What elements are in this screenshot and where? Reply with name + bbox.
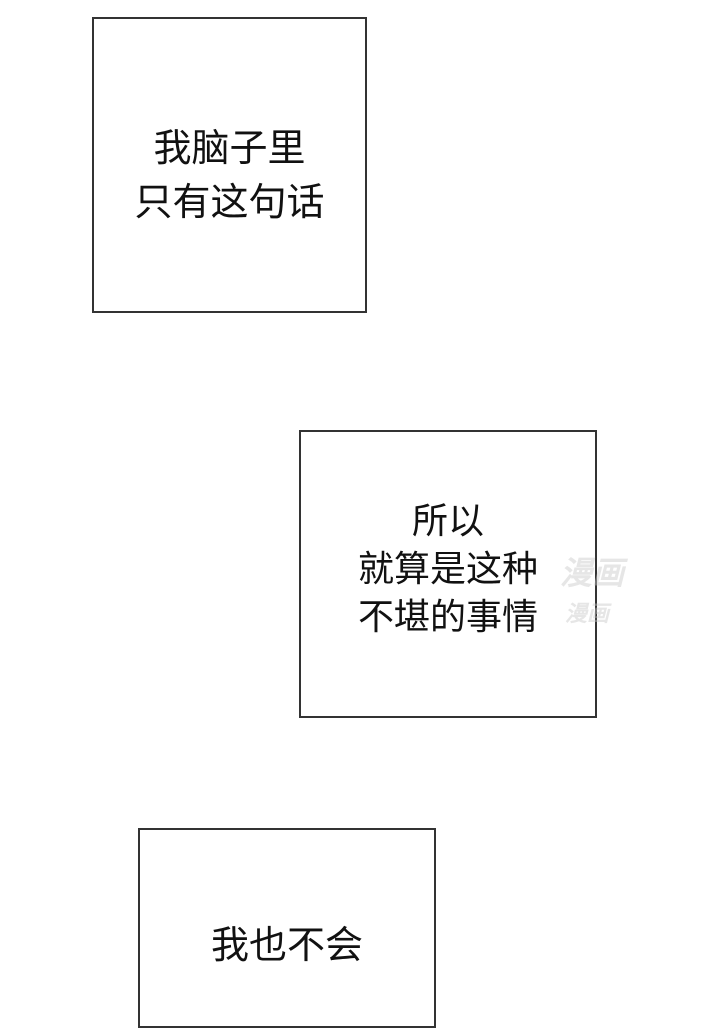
speech-panel-2: 所以 就算是这种 不堪的事情 — [299, 430, 597, 718]
text-line: 我也不会 — [210, 923, 363, 967]
text-line: 只有这句话 — [134, 180, 325, 224]
panel-text: 我脑子里 只有这句话 — [94, 121, 365, 229]
text-line: 不堪的事情 — [357, 597, 538, 638]
speech-panel-1: 我脑子里 只有这句话 — [92, 17, 367, 313]
speech-panel-3: 我也不会 — [138, 828, 436, 1028]
text-line: 就算是这种 — [357, 549, 538, 590]
watermark-large: 漫画 — [560, 554, 625, 592]
text-line: 所以 — [411, 501, 484, 542]
text-line: 我脑子里 — [153, 126, 306, 170]
panel-text: 所以 就算是这种 不堪的事情 — [301, 498, 595, 642]
watermark-small: 漫画 — [565, 602, 610, 627]
panel-text: 我也不会 — [140, 920, 434, 970]
